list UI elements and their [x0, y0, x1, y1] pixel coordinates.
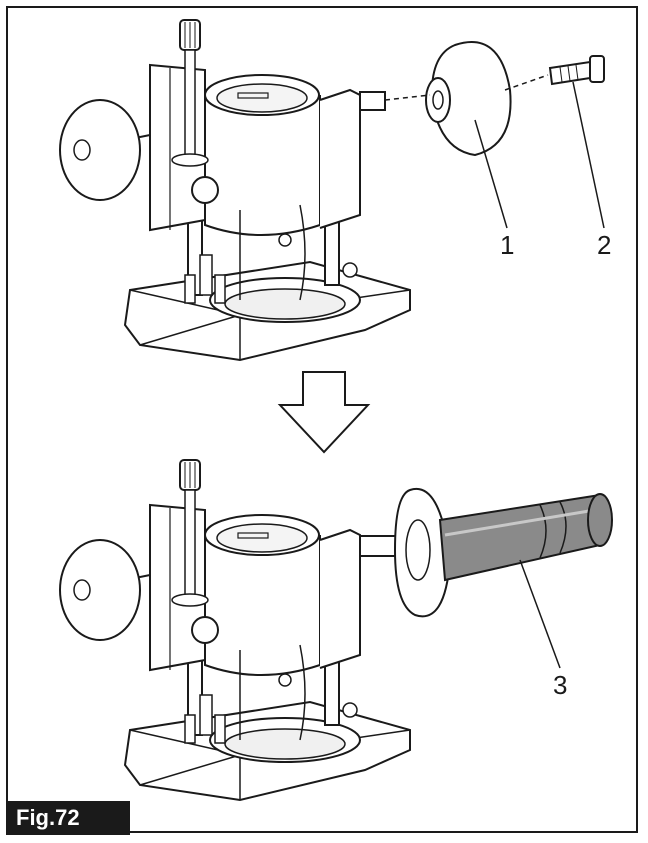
callout-3: 3: [553, 670, 568, 700]
bolt: [548, 55, 605, 86]
router-side-boss: [359, 91, 386, 111]
router-bottom: [59, 459, 411, 801]
leader-line-3: [519, 559, 561, 669]
figure-label: Fig.72: [6, 801, 130, 835]
assembly-axis-line: [384, 74, 549, 101]
router-top: [59, 19, 411, 361]
leader-line-1: [474, 119, 508, 229]
down-arrow-icon: [277, 371, 371, 454]
side-grip-handle: [359, 487, 613, 618]
guard-disc: [425, 41, 512, 157]
leader-line-2: [572, 81, 605, 229]
figure-frame: [6, 6, 638, 833]
callout-2: 2: [597, 230, 612, 260]
callout-1: 1: [500, 230, 515, 260]
